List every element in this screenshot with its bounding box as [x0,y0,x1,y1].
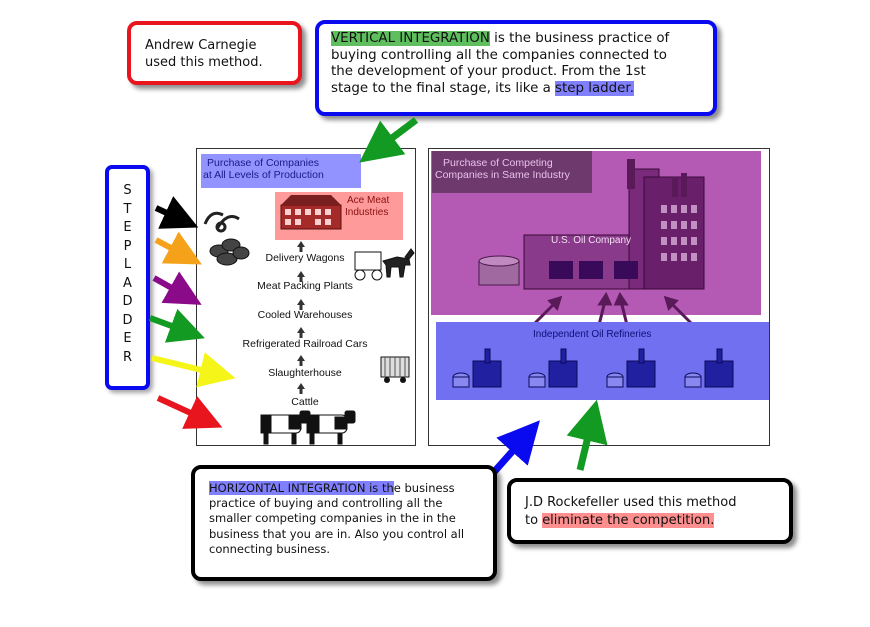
horizontal-integration-diagram: Purchase of Competing Companies in Same … [428,148,770,446]
rockefeller-note: J.D Rockefeller used this method to elim… [507,478,793,544]
ace-meat-line2: Industries [345,207,389,218]
horizontal-diagram-art [431,151,769,400]
vertical-integration-diagram: Purchase of Companies at All Levels of P… [196,148,416,446]
stepladder-letter: E [123,331,132,346]
railroad-car-icon [380,356,410,383]
stepladder-letter: A [123,275,132,291]
horizontal-note-line4: business that you are in. Also you contr… [209,526,465,541]
us-oil-company-label: U.S. Oil Company [551,235,632,246]
stepladder-label: S T E P L A D D E R [105,165,150,390]
stepladder-letter: D [122,312,133,328]
stepladder-letter: P [123,238,132,254]
horizontal-note-line2: practice of buying and controlling all t… [209,496,443,511]
ace-meat-line1: Ace Meat [347,195,390,206]
stepladder-letter: T [123,201,132,217]
vertical-integration-term: VERTICAL INTEGRATION [331,31,490,46]
black-arrow [154,196,199,229]
vertical-header-line1: Purchase of Companies [207,157,320,169]
stepladder-letter: L [123,257,132,272]
carnegie-note: Andrew Carnegie used this method. [127,21,302,85]
step-slaughterhouse: Slaughterhouse [268,367,342,379]
green-arrow [148,308,205,343]
carnegie-note-line2: used this method. [145,55,263,70]
stepladder-letter: S [123,183,132,198]
horizontal-integration-term: HORIZONTAL INTEGRATION is th [209,481,394,495]
vertical-diagram-header: Purchase of Companies at All Levels of P… [203,157,324,181]
step-refrigerated-railroad-cars: Refrigerated Railroad Cars [242,338,368,350]
meat-cuts-icon [209,238,250,266]
orange-arrow [154,231,202,265]
step-cooled-warehouses: Cooled Warehouses [257,309,353,321]
horizontal-integration-note: HORIZONTAL INTEGRATION is the business p… [191,465,497,581]
vertical-note-line1: is the business practice of [489,31,670,46]
carnegie-note-line1: Andrew Carnegie [145,38,257,53]
stepladder-letter: E [123,220,132,235]
cattle-icon [260,410,356,445]
step-meat-packing-plants: Meat Packing Plants [257,280,353,292]
vertical-note-line4: stage to the final stage, its like a [331,80,556,96]
vertical-note-line3: the development of your product. From th… [331,64,646,79]
ace-meat-label: Ace Meat Industries [345,195,390,219]
vertical-diagram-art [201,154,415,445]
stepladder-letter: R [122,349,133,365]
horizontal-note-line1: e business [393,481,455,495]
meat-factory-icon [280,195,342,230]
eliminate-competition-highlight: eliminate the competition. [542,513,715,528]
step-cattle: Cattle [291,396,319,408]
step-delivery-wagons: Delivery Wagons [265,252,345,264]
stepladder-letter: D [122,294,133,309]
horizontal-note-line5: connecting business. [209,541,331,556]
vertical-header-line2: at All Levels of Production [203,169,324,181]
horizontal-note-line3: smaller competing companies in the in th… [209,511,456,526]
sausage-icon [203,211,240,233]
delivery-wagon-icon [354,248,415,281]
refinery-icons [452,348,734,388]
horizontal-header-line2: Companies in Same Industry [435,169,570,181]
rockefeller-note-line1: J.D Rockefeller used this method [525,495,737,510]
purple-arrow [152,271,202,305]
vertical-integration-note: VERTICAL INTEGRATION is the business pra… [315,20,717,116]
green-arrow-top [359,117,419,163]
horizontal-diagram-header: Purchase of Competing Companies in Same … [435,157,570,181]
vertical-note-line2: buying controlling all the companies con… [331,47,667,63]
production-arrows [297,241,305,394]
step-ladder-highlight: step ladder. [555,80,634,96]
us-oil-company-icon [478,159,705,290]
rockefeller-note-line2: to [525,513,543,528]
horizontal-header-line1: Purchase of Competing [443,157,553,169]
independent-refineries-label: Independent Oil Refineries [533,329,652,340]
